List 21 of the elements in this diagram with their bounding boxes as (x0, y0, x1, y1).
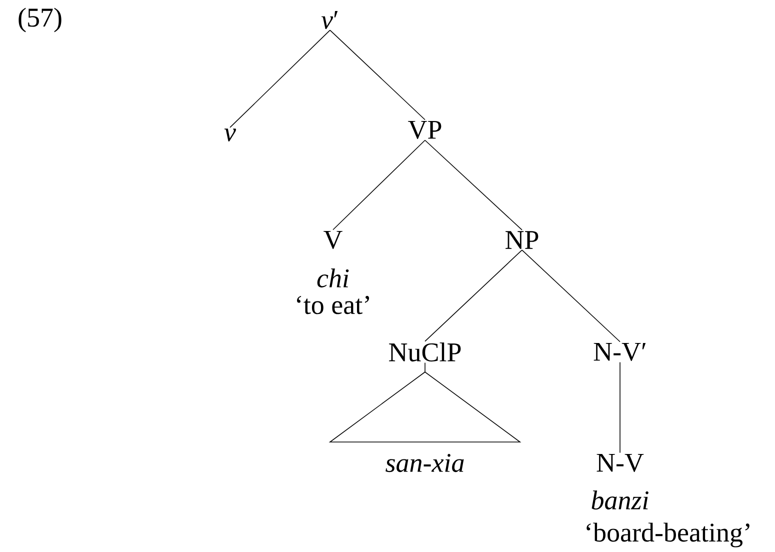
tree-label: NP (506, 231, 538, 249)
tree-label: v (224, 128, 236, 142)
tree-branch (424, 362, 426, 372)
gloss-text: ‘board-beating’ (586, 522, 750, 548)
node-label: san-xia (386, 454, 464, 472)
tree-branch (424, 250, 522, 342)
tree-branch (522, 250, 620, 342)
tree-label: V (324, 230, 342, 250)
tree-branch (332, 140, 426, 230)
tree-label: N-V′ (594, 342, 646, 362)
tree-label: v′ (321, 11, 338, 29)
tree-label: VP (408, 120, 442, 140)
gloss-text: ‘to eat’ (297, 296, 370, 314)
tree-branch (230, 30, 330, 128)
tree-label: N-V (596, 454, 644, 472)
gloss-text: chi (317, 268, 349, 288)
tree-branch (330, 30, 426, 120)
tree-branch (424, 140, 522, 230)
gloss-text: banzi (592, 490, 648, 510)
example-number: (57) (18, 8, 62, 32)
tree-label: NuClP (389, 342, 461, 362)
